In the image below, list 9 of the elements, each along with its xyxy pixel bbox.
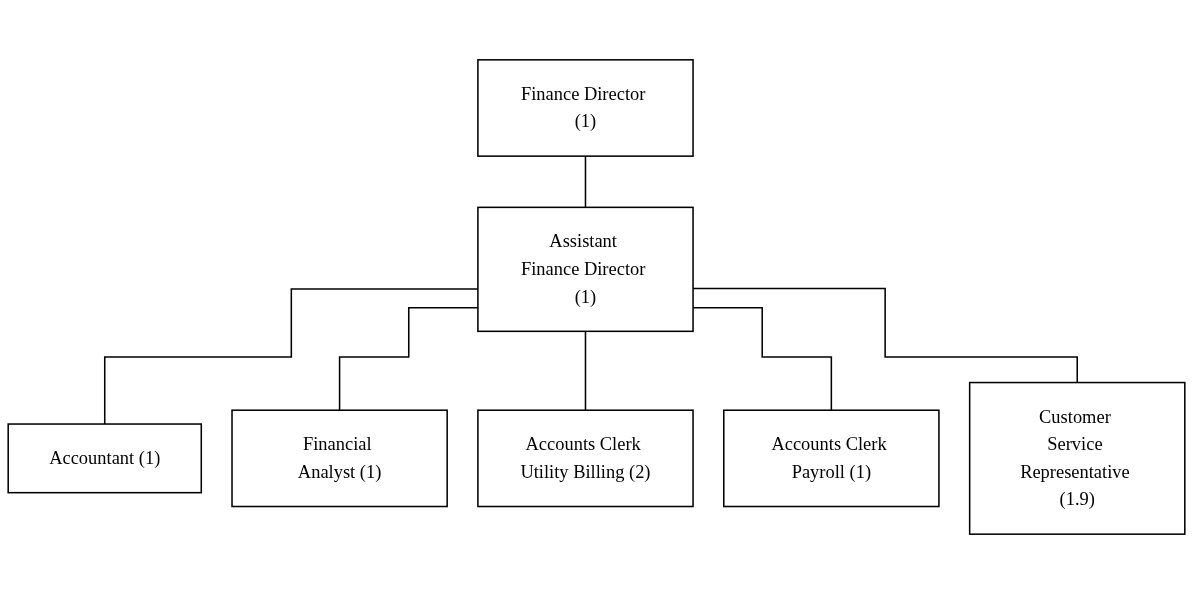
node-box: Accounts Clerk Utility Billing (2) bbox=[477, 409, 694, 508]
node-box: Customer Service Representative (1.9) bbox=[968, 381, 1186, 535]
node-box: Assistant Finance Director (1) bbox=[477, 206, 694, 333]
connector bbox=[584, 330, 587, 411]
node-box: Accounts Clerk Payroll (1) bbox=[723, 409, 940, 508]
node-box: Financial Analyst (1) bbox=[231, 409, 448, 508]
connector bbox=[584, 155, 587, 209]
node-box: Accountant (1) bbox=[7, 423, 203, 494]
node-box: Finance Director (1) bbox=[477, 59, 694, 157]
